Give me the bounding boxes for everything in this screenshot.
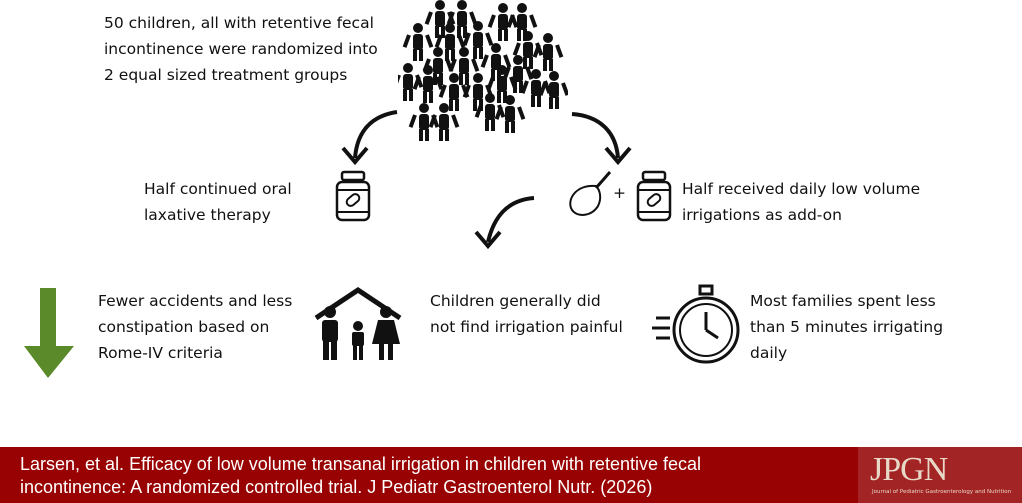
family-icon [314,286,402,360]
arrow-right-icon [571,112,632,166]
arrow-left-icon [341,110,398,166]
outcome-accidents-text: Fewer accidents and less constipation ba… [98,292,293,362]
journal-logo: JPGN Journal of Pediatric Gastroenterolo… [858,447,1022,503]
logo-title: JPGN [870,451,948,488]
outcome-pain-text: Children generally did not find irrigati… [430,292,623,336]
green-down-arrow-icon [24,288,74,378]
pill-bottle-icon [636,170,672,222]
arrow-down-left-icon [474,196,535,250]
children-crowd-icon [398,0,568,141]
group-right-text: Half received daily low volume irrigatio… [682,180,921,224]
stopwatch-icon [652,284,740,364]
enema-bulb-icon [569,171,612,216]
logo-subtitle: Journal of Pediatric Gastroenterology an… [872,489,1012,495]
footer-banner: Larsen, et al. Efficacy of low volume tr… [0,447,1022,503]
intro-text: 50 children, all with retentive fecal in… [104,14,378,84]
outcome-time-text: Most families spent less than 5 minutes … [750,292,944,362]
group-left-text: Half continued oral laxative therapy [144,180,292,224]
plus-sign: + [613,184,626,202]
pill-bottle-icon [335,170,371,222]
citation-text: Larsen, et al. Efficacy of low volume tr… [20,454,702,497]
